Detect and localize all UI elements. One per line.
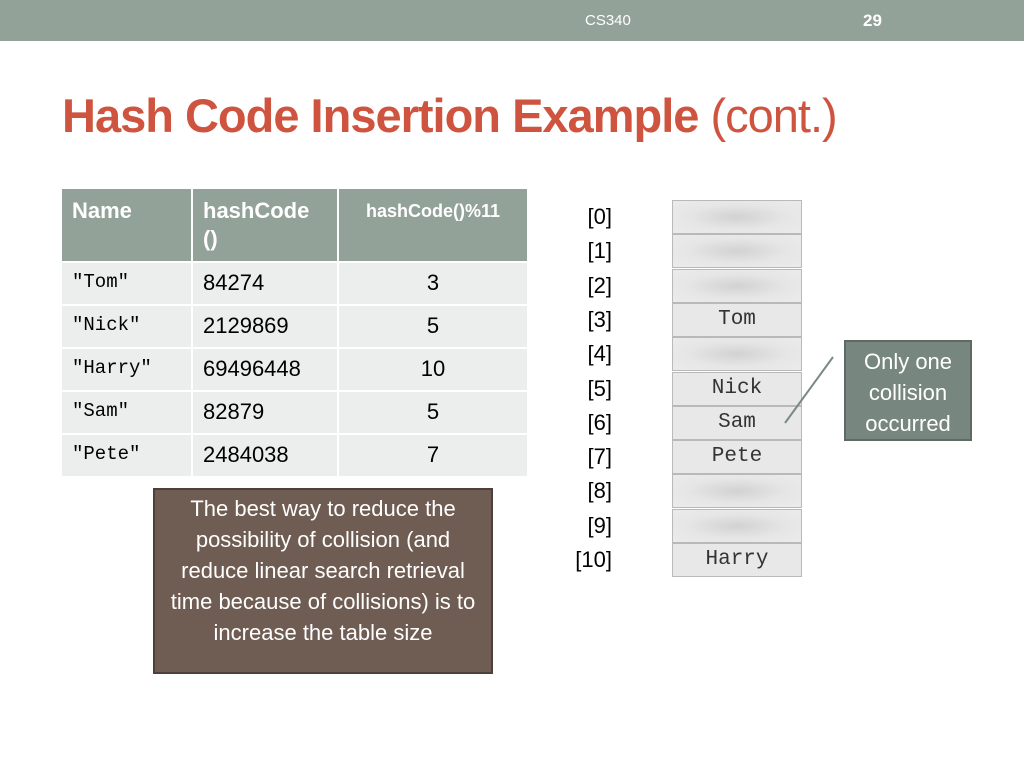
slide-title-main: Hash Code Insertion Example [62, 89, 699, 142]
cell-name: "Nick" [62, 304, 193, 348]
slot-index: [0] [587, 204, 612, 229]
cell-mod: 5 [338, 390, 527, 434]
header-hashcode-mod: hashCode()%11 [338, 189, 527, 262]
slide-title: Hash Code Insertion Example (cont.) [62, 88, 838, 143]
table-header-row: Name hashCode () hashCode()%11 [62, 189, 527, 262]
hash-slot: Pete [672, 440, 802, 475]
hash-slot: Harry [672, 543, 802, 577]
slide-title-suffix: (cont.) [710, 89, 837, 142]
slot-index: [7] [587, 444, 612, 470]
hash-slot [672, 508, 802, 543]
slot-index: [9] [587, 512, 612, 538]
slide-number: 29 [863, 11, 882, 30]
note-box: The best way to reduce the possibility o… [153, 488, 493, 674]
cell-hashcode: 2129869 [192, 304, 339, 348]
cell-name: "Tom" [62, 261, 193, 305]
hash-slot [672, 268, 802, 303]
hash-slot [672, 234, 802, 269]
slot-index: [4] [587, 341, 612, 367]
cell-mod: 10 [338, 347, 527, 391]
course-label: CS340 [585, 12, 631, 29]
cell-name: "Pete" [62, 433, 193, 476]
cell-hashcode: 84274 [192, 261, 339, 305]
slot-index: [2] [587, 272, 612, 298]
header-bar: CS340 29 [0, 0, 1024, 41]
hash-slot: Nick [672, 371, 802, 406]
cell-name: "Sam" [62, 390, 193, 434]
hash-code-table: Name hashCode () hashCode()%11 "Tom"8427… [62, 189, 527, 476]
slot-index: [1] [587, 238, 612, 264]
header-hashcode: hashCode () [192, 189, 339, 262]
hash-slot [672, 337, 802, 372]
callout-line [784, 356, 834, 424]
hash-slot: Tom [672, 302, 802, 337]
hash-slot: Sam [672, 405, 802, 440]
header-name: Name [62, 189, 193, 262]
slot-index: [8] [587, 478, 612, 504]
cell-name: "Harry" [62, 347, 193, 391]
cell-mod: 5 [338, 304, 527, 348]
slot-index: [3] [587, 306, 612, 332]
cell-hashcode: 82879 [192, 390, 339, 434]
hash-slot [672, 200, 802, 234]
cell-mod: 7 [338, 433, 527, 476]
slot-index: [10] [575, 547, 612, 572]
cell-mod: 3 [338, 261, 527, 305]
slot-index: [5] [587, 375, 612, 401]
slot-index: [6] [587, 409, 612, 435]
hash-slot [672, 474, 802, 509]
collision-callout: Only one collision occurred [844, 340, 972, 441]
header-hashcode-text: hashCode () [203, 198, 310, 251]
cell-hashcode: 2484038 [192, 433, 339, 476]
cell-hashcode: 69496448 [192, 347, 339, 391]
